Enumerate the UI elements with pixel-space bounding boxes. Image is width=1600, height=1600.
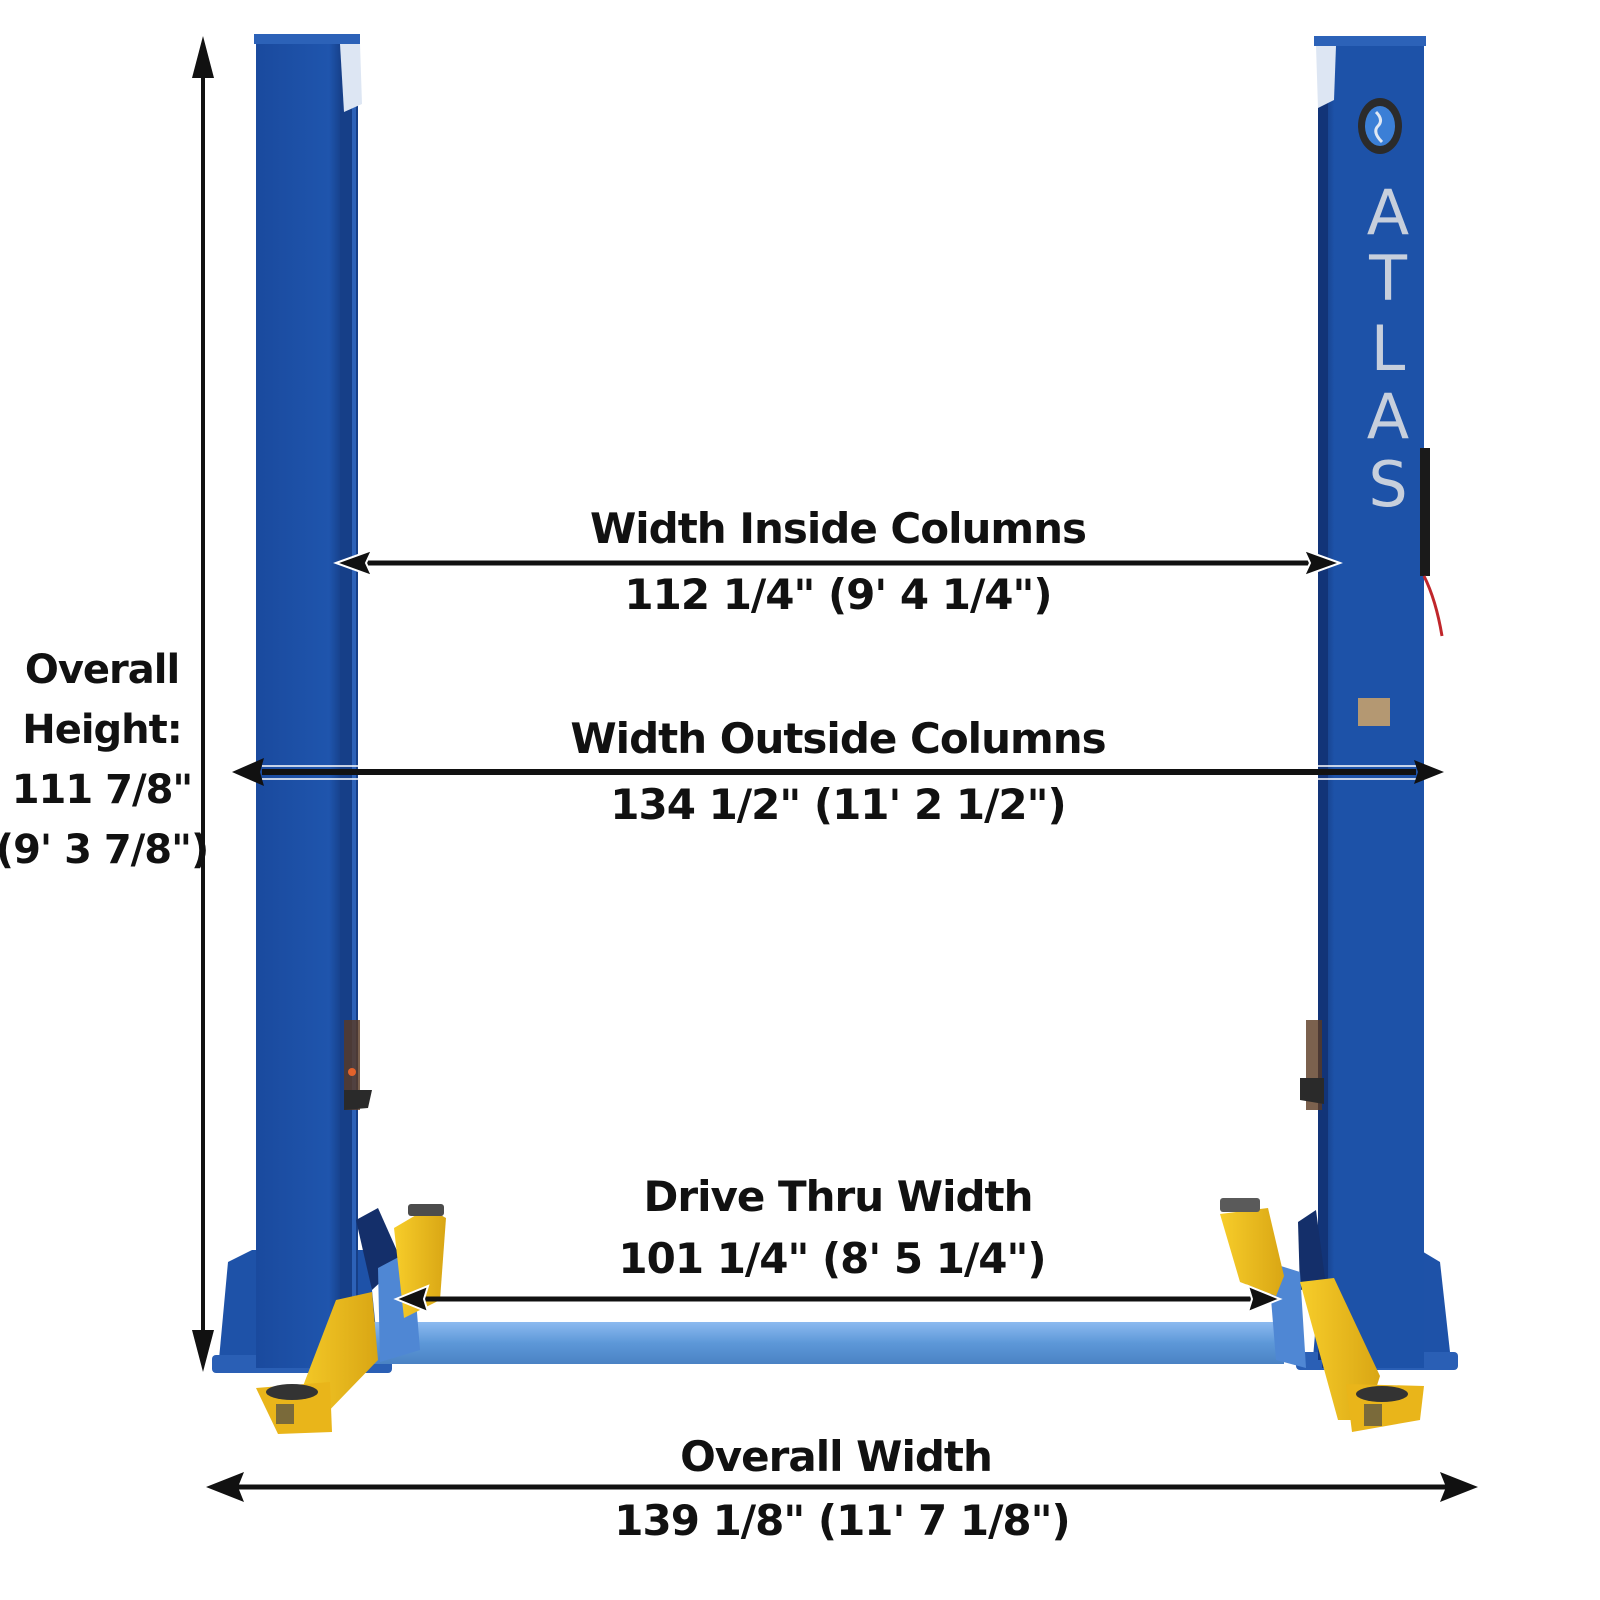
width-outside-columns-arrow xyxy=(232,758,1444,786)
overall-height-label: Overall Height: 111 7/8" (9' 3 7/8") xyxy=(0,640,209,880)
overall-width-title: Overall Width xyxy=(674,1432,998,1481)
left-column xyxy=(212,34,392,1373)
overall-height-inches: 111 7/8" xyxy=(11,767,194,813)
width-inside-columns-arrow xyxy=(333,548,1343,578)
drive-thru-width-title: Drive Thru Width xyxy=(637,1172,1039,1221)
width-inside-columns-title: Width Inside Columns xyxy=(583,504,1093,553)
floor-crossbar xyxy=(372,1322,1284,1364)
brand-letter: T xyxy=(1369,242,1407,315)
atlas-globe-logo-icon xyxy=(1358,98,1402,154)
overall-width-value: 139 1/8" (11' 7 1/8") xyxy=(608,1496,1076,1545)
brand-letter: L xyxy=(1370,312,1406,385)
overall-height-title: Overall xyxy=(24,647,180,693)
drive-thru-width-arrow xyxy=(393,1284,1283,1314)
overall-height-title: Height: xyxy=(22,707,183,753)
left-lift-arms xyxy=(256,1204,446,1434)
width-inside-columns-value: 112 1/4" (9' 4 1/4") xyxy=(618,570,1058,619)
overall-width-arrow xyxy=(206,1472,1478,1502)
brand-letter: S xyxy=(1368,448,1408,521)
serial-plate xyxy=(1358,698,1390,726)
overall-height-feet: (9' 3 7/8") xyxy=(0,827,209,873)
width-outside-columns-title: Width Outside Columns xyxy=(564,714,1112,763)
overall-height-arrow xyxy=(192,36,214,1372)
right-lift-arms xyxy=(1220,1198,1424,1432)
brand-letter: A xyxy=(1366,176,1410,249)
brand-letter: A xyxy=(1366,380,1410,453)
drive-thru-width-value: 101 1/4" (8' 5 1/4") xyxy=(612,1234,1052,1283)
width-outside-columns-value: 134 1/2" (11' 2 1/2") xyxy=(604,780,1072,829)
